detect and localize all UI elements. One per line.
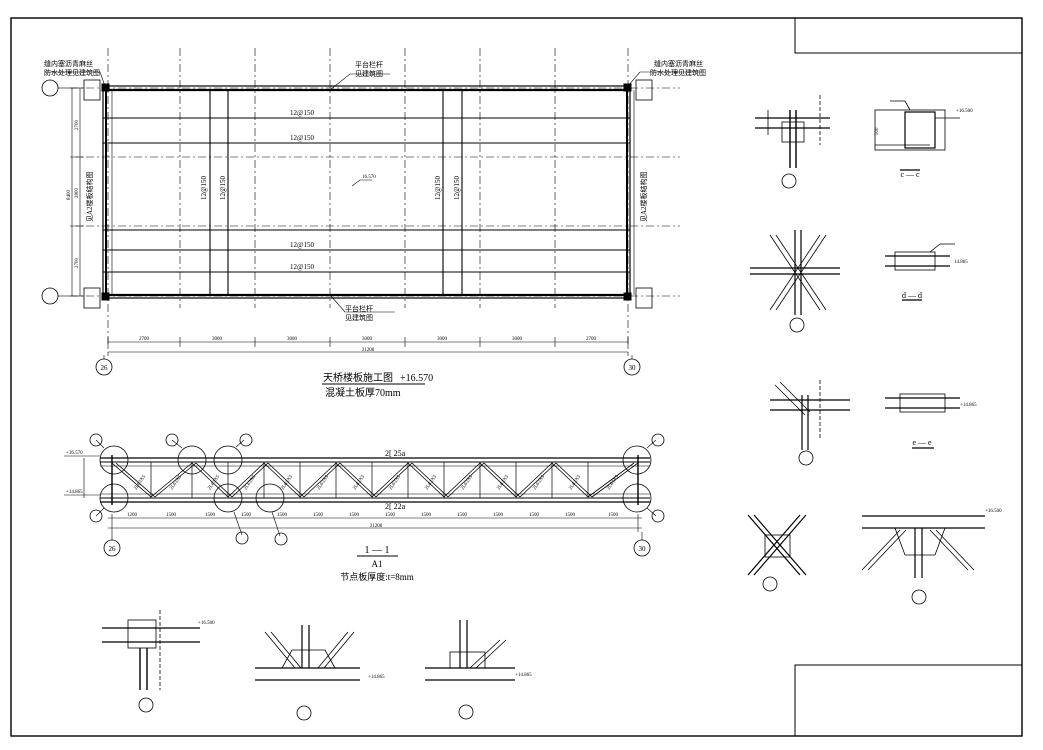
detail-bottom-end: [425, 620, 515, 720]
plan-beam-label-4: 12@150: [290, 263, 314, 271]
plan-beam-label-v4: 12@150: [453, 176, 461, 200]
section-1-1-ref: A1: [372, 559, 383, 569]
detail-bottom-k: [255, 625, 360, 721]
detail-section-dd: [885, 243, 955, 301]
detail-dd-level: 14.865: [954, 260, 968, 265]
detail-cc-title: c — c: [900, 170, 920, 179]
section-1-1-title: 1 — 1: [365, 545, 390, 556]
title-block-top: [794, 17, 1023, 54]
title-block-bottom: [794, 664, 1023, 737]
section-1-1-note: 节点板厚度:t=8mm: [340, 571, 414, 582]
detail-joint-e: [770, 380, 850, 466]
plan-side-note-left: 见A2楼板结构图: [85, 171, 94, 222]
truss-diag-label: 2L63X5: [607, 474, 621, 491]
truss-diag-label: 2L63X5: [170, 474, 184, 491]
truss-panel-dim: 1500: [421, 513, 432, 518]
plan-beam-label-v3: 12@150: [434, 176, 442, 200]
truss-panel-dim: 1500: [313, 513, 324, 518]
plan-bay-dim: 2700: [586, 337, 597, 342]
plan-bay-dim: 3000: [212, 337, 223, 342]
detail-cc-level: +16.500: [956, 109, 973, 114]
truss-panel-dim: 1500: [493, 513, 504, 518]
plan-beam-label-v1: 12@150: [200, 176, 208, 200]
truss-panel-dim: 1200: [127, 513, 138, 518]
truss-elevation: [64, 433, 665, 557]
truss-axis-right: 30: [639, 545, 647, 553]
truss-top-chord: 2[ 25a: [385, 449, 406, 458]
detail-k-joint-right: [861, 515, 985, 605]
plan-note-right-1: 缝内塞沥青麻丝: [654, 59, 703, 68]
truss-bottom-level: +14.865: [66, 490, 83, 495]
truss-panel-dim: 1500: [385, 513, 396, 518]
truss-diag-label: 2L63X5: [244, 474, 258, 491]
detail-bottom-t: [102, 610, 200, 713]
plan-note-right-2: 防水处理见建筑图: [650, 68, 706, 77]
plan-rail-top-ref: 见建筑图: [355, 69, 383, 78]
truss-panel-dim: 1500: [608, 513, 619, 518]
truss-panel-dim: 1500: [565, 513, 576, 518]
plan-subtitle: 混凝土板厚70mm: [325, 386, 401, 399]
detail-star-d: [750, 230, 840, 333]
detail-bottom-t-level: +16.500: [198, 621, 215, 626]
truss-panel-dim: 1500: [529, 513, 540, 518]
plan-view: [41, 48, 700, 385]
detail-x-joint: [747, 514, 807, 592]
detail-cc-dim: 500: [875, 127, 880, 135]
truss-axis-left: 26: [109, 545, 117, 553]
truss-panel-dim: 1500: [457, 513, 468, 518]
detail-section-ee: [885, 393, 960, 449]
plan-title: 天桥楼板施工图: [323, 371, 393, 384]
detail-bottom-end-level: +14.865: [515, 673, 532, 678]
detail-ee-title: e — e: [912, 438, 932, 447]
plan-bay-dim: 2700: [139, 337, 150, 342]
plan-level-mark: 16.570: [362, 175, 376, 180]
plan-bay-dim: 3000: [362, 337, 373, 342]
truss-panel-dim: 1500: [205, 513, 216, 518]
truss-panel-dim: 1500: [277, 513, 288, 518]
plan-axis-left: 26: [101, 364, 109, 372]
plan-bay-dim: 3000: [437, 337, 448, 342]
truss-panel-dim: 1500: [349, 513, 360, 518]
plan-rail-bottom-ref: 见建筑图: [345, 313, 373, 322]
sheet-border: [10, 17, 1023, 737]
plan-total-dim: 31200: [362, 348, 375, 353]
plan-left-dim-1: 2700: [75, 120, 80, 131]
plan-left-dim-2: 2800: [75, 188, 80, 199]
truss-total-dim: 31200: [370, 524, 383, 529]
truss-top-level: +16.570: [66, 451, 83, 456]
plan-rail-bottom: 平台栏杆: [345, 304, 373, 313]
truss-panel-dim: 1500: [241, 513, 252, 518]
truss-bottom-chord: 2[ 22a: [385, 502, 406, 511]
detail-k-level: +16.500: [985, 509, 1002, 514]
truss-panel-dims: 1200 1500 1500 1500 1500 1500 1500 1500 …: [127, 513, 619, 518]
plan-rail-top: 平台栏杆: [355, 60, 383, 69]
detail-dd-title: d — d: [902, 291, 922, 300]
plan-elevation: +16.570: [400, 373, 433, 384]
plan-beam-label-2: 12@150: [290, 134, 314, 142]
plan-bay-dim: 3000: [512, 337, 523, 342]
detail-bottom-k-level: +14.865: [368, 675, 385, 680]
plan-beam-label-3: 12@150: [290, 241, 314, 249]
plan-axis-right: 30: [629, 364, 637, 372]
plan-bay-dims: 2700 3000 3000 3000 3000 3000 2700: [139, 337, 597, 342]
detail-section-cc: [874, 100, 960, 171]
plan-note-left-2: 防水处理见建筑图: [44, 68, 100, 77]
detail-t-joint: [755, 95, 830, 189]
plan-side-note-right: 见A2楼板结构图: [639, 171, 648, 222]
plan-note-left-1: 缝内塞沥青麻丝: [44, 59, 93, 68]
plan-beam-label-1: 12@150: [290, 109, 314, 117]
truss-panel-dim: 1500: [166, 513, 177, 518]
plan-bay-dim: 3000: [287, 337, 298, 342]
plan-overall-height: 8400: [67, 190, 72, 201]
plan-beam-label-v2: 12@150: [219, 176, 227, 200]
plan-left-dim-3: 2700: [75, 258, 80, 269]
detail-ee-level: +14.865: [960, 403, 977, 408]
